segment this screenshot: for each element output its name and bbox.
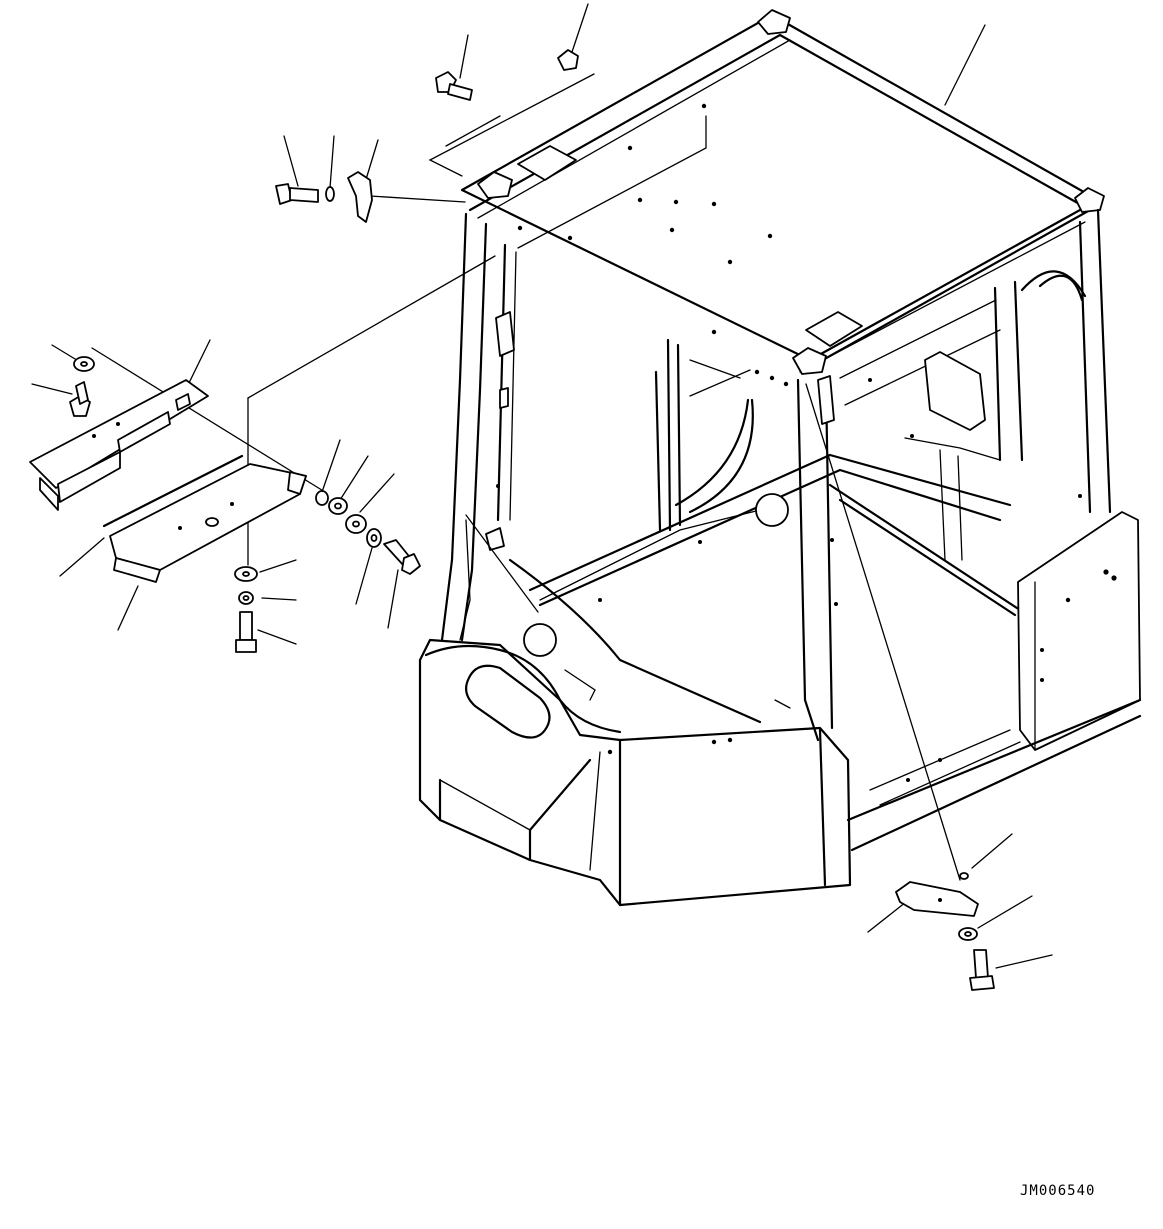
lower-washer xyxy=(234,566,258,582)
corner-cap-left xyxy=(477,171,513,199)
flat-washer xyxy=(328,497,348,515)
corner-cap-top xyxy=(757,9,791,35)
floor-hole xyxy=(755,493,789,527)
corner-cap-right xyxy=(1074,187,1105,213)
plate-bolt xyxy=(69,381,91,417)
drawing-code-label: JM006540 xyxy=(1020,1183,1096,1199)
pillar-front-right xyxy=(796,378,820,742)
washer xyxy=(315,490,329,506)
seal-strip xyxy=(102,454,244,528)
roof-holes xyxy=(517,103,789,387)
roof-nut xyxy=(557,49,579,71)
mount-bolt xyxy=(383,539,421,575)
leader-lines xyxy=(31,3,1053,969)
flat-washer-2 xyxy=(345,514,367,534)
roof-plate-right xyxy=(805,311,863,347)
pillar-left-rear xyxy=(496,243,507,522)
rear-pin xyxy=(959,872,969,880)
right-side-panel xyxy=(1017,511,1141,751)
roof-bolt xyxy=(435,71,473,101)
cab-frame xyxy=(418,9,1142,907)
rear-bracket xyxy=(895,881,979,917)
pillar-left-front xyxy=(440,212,468,642)
hinge-bolt xyxy=(275,183,319,205)
rear-bolt xyxy=(969,949,995,991)
lower-lock-washer xyxy=(238,591,254,605)
pillar-right-rear xyxy=(1096,208,1112,514)
cover-plate xyxy=(29,379,209,511)
rear-washer xyxy=(958,927,978,941)
corner-cap-front xyxy=(792,347,827,375)
lock-washer xyxy=(366,528,382,548)
roof-rim xyxy=(468,33,1092,372)
hinge-bracket xyxy=(347,171,373,223)
roof-panel xyxy=(460,13,1100,362)
seat-bracket xyxy=(924,351,986,431)
lower-bolt xyxy=(235,611,257,653)
lower-tub xyxy=(418,638,852,907)
roof-plate-left xyxy=(517,145,577,181)
hinge-washer xyxy=(325,186,335,202)
side-bracket xyxy=(109,463,307,583)
oval-window xyxy=(465,664,551,739)
plate-washer xyxy=(73,356,95,372)
